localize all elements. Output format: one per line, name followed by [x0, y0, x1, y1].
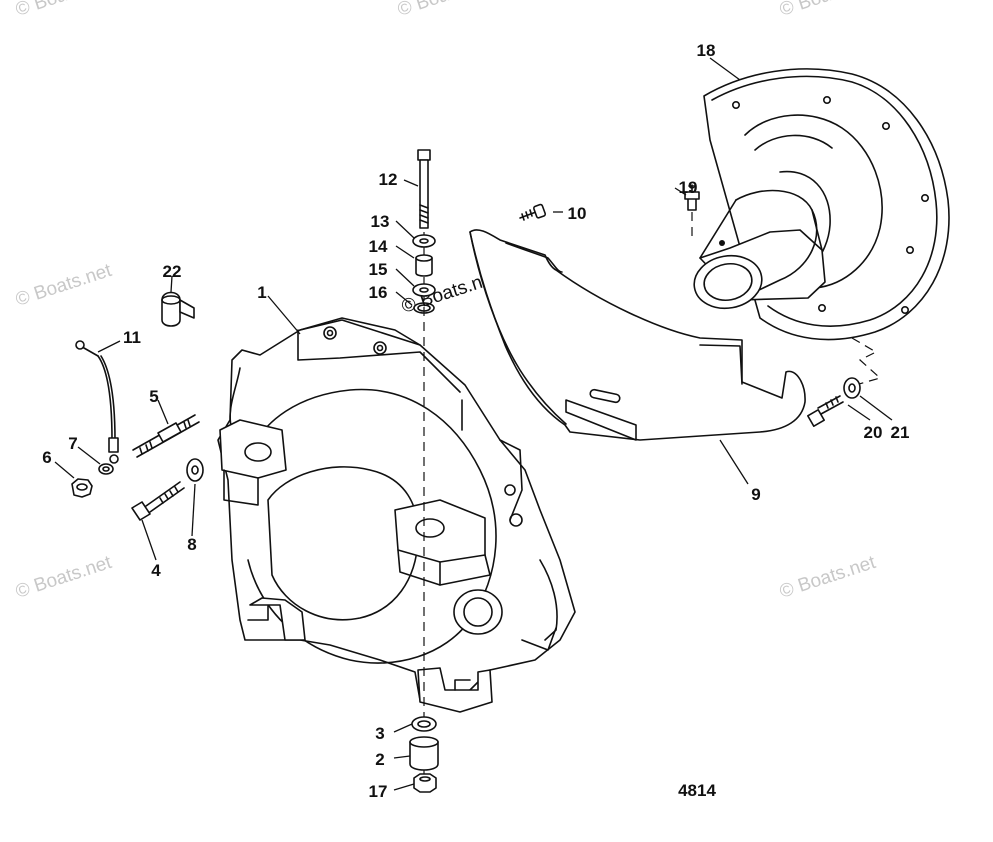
callout-12: 12: [379, 170, 398, 189]
callout-3: 3: [375, 724, 384, 743]
watermark-bottom-left: © Boats.net: [13, 552, 115, 603]
callout-7: 7: [68, 434, 77, 453]
callout-22: 22: [163, 262, 182, 281]
callout-9: 9: [751, 485, 760, 504]
bolt-icon-12: [417, 149, 431, 229]
callout-1: 1: [257, 283, 266, 302]
watermark-mid-left: © Boats.net: [13, 260, 115, 311]
washer-icon-15: [412, 283, 436, 297]
ground-strap-icon: [75, 340, 119, 464]
washer-icon-21: [843, 377, 861, 399]
flywheel-housing-icon: [217, 317, 576, 713]
callout-5: 5: [149, 387, 158, 406]
callout-16: 16: [369, 283, 388, 302]
clamp-icon: [161, 291, 195, 327]
spacer-icon-14: [415, 254, 433, 277]
nut-icon-17: [413, 773, 437, 793]
callout-20: 20: [864, 423, 883, 442]
callout-labels: 18 12 19 10 13 14 15 22 16 1 11 5 7 6 20…: [42, 41, 909, 801]
figure-id: 4814: [678, 781, 716, 800]
callout-6: 6: [42, 448, 51, 467]
fitting-icon: [684, 184, 700, 238]
watermark-top-center: © Boats.net: [395, 0, 497, 21]
callout-17: 17: [369, 782, 388, 801]
bolt-icon-20: [807, 395, 844, 427]
watermark-top-left: © Boats.net: [13, 0, 115, 21]
leader-lines: [54, 57, 893, 791]
callout-11: 11: [123, 328, 141, 347]
callout-4: 4: [151, 561, 161, 580]
spacer-icon-2: [409, 736, 439, 771]
callout-14: 14: [369, 237, 388, 256]
screw-icon: [519, 203, 547, 221]
callout-19: 19: [679, 178, 698, 197]
callout-15: 15: [369, 260, 388, 279]
nut-icon-6: [71, 478, 93, 498]
callout-21: 21: [891, 423, 910, 442]
washer-icon-8: [186, 458, 204, 482]
callout-10: 10: [568, 204, 587, 223]
washer-icon-7: [98, 463, 114, 475]
washer-icon-3: [411, 716, 437, 732]
bell-housing-icon: [693, 68, 950, 341]
callout-2: 2: [375, 750, 384, 769]
washer-icon-13: [412, 234, 436, 248]
watermark-top-right: © Boats.net: [777, 0, 879, 21]
callout-8: 8: [187, 535, 196, 554]
o-ring-icon: [413, 302, 435, 314]
callout-13: 13: [371, 212, 390, 231]
cover-plate-icon: [469, 229, 806, 441]
watermark-bottom-right: © Boats.net: [777, 552, 879, 603]
callout-18: 18: [697, 41, 716, 60]
stud-icon: [132, 414, 200, 458]
bolt-icon-4: [131, 481, 185, 521]
